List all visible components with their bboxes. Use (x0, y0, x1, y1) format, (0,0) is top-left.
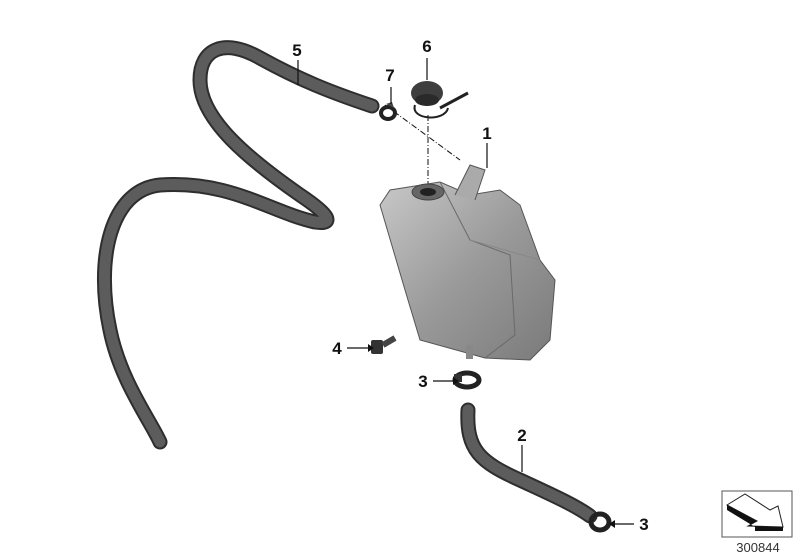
screw (371, 335, 397, 354)
callout-5: 5 (292, 41, 301, 60)
diagram-number: 300844 (736, 540, 779, 555)
orientation-arrow-icon (721, 490, 793, 538)
leader-arrowheads (368, 344, 615, 528)
callout-6: 6 (422, 37, 431, 56)
hose-lower (460, 402, 598, 524)
hose-clamp-small (379, 102, 397, 121)
callout-3-lower: 3 (639, 515, 648, 534)
hose-clamp-upper (452, 370, 482, 390)
callout-1: 1 (482, 124, 491, 143)
expansion-tank (379, 164, 556, 361)
callout-7: 7 (385, 66, 394, 85)
leader-lines (297, 58, 634, 525)
hose-clamp-lower (588, 511, 612, 533)
filler-cap (411, 81, 469, 119)
assembly-lines (384, 104, 461, 190)
callout-3-upper: 3 (418, 372, 427, 391)
callout-4: 4 (332, 339, 342, 358)
callout-2: 2 (517, 426, 526, 445)
overflow-hose (97, 40, 380, 450)
